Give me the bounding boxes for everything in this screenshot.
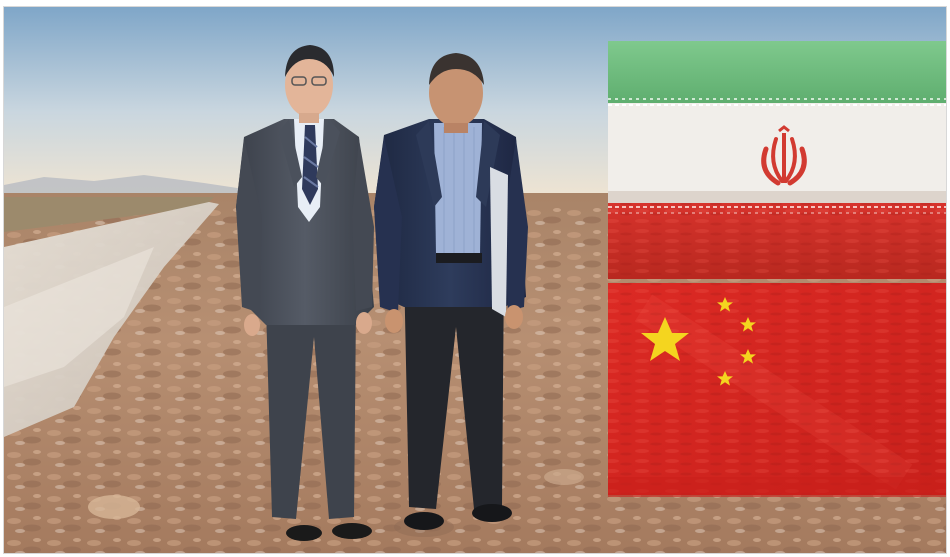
document-folder (490, 167, 508, 317)
small-star (740, 317, 756, 332)
rock (88, 495, 140, 519)
large-star (641, 317, 689, 361)
right-man-trousers (404, 267, 504, 509)
small-star (717, 297, 733, 312)
right-man-head (429, 59, 483, 127)
photo-scene (4, 7, 946, 553)
man-left (236, 45, 374, 541)
photo-frame (3, 6, 947, 554)
small-star (740, 349, 756, 364)
iran-flag (608, 41, 946, 279)
distant-mountains (4, 175, 244, 197)
china-flag (608, 283, 946, 495)
salt-path-edge (4, 247, 154, 387)
left-man-trousers (266, 307, 356, 519)
left-man-head (285, 53, 333, 117)
man-right (374, 53, 528, 530)
rock (544, 469, 584, 485)
iran-emblem (761, 125, 807, 186)
left-man-jacket (236, 119, 374, 325)
left-field (4, 197, 214, 232)
small-star (717, 371, 733, 386)
